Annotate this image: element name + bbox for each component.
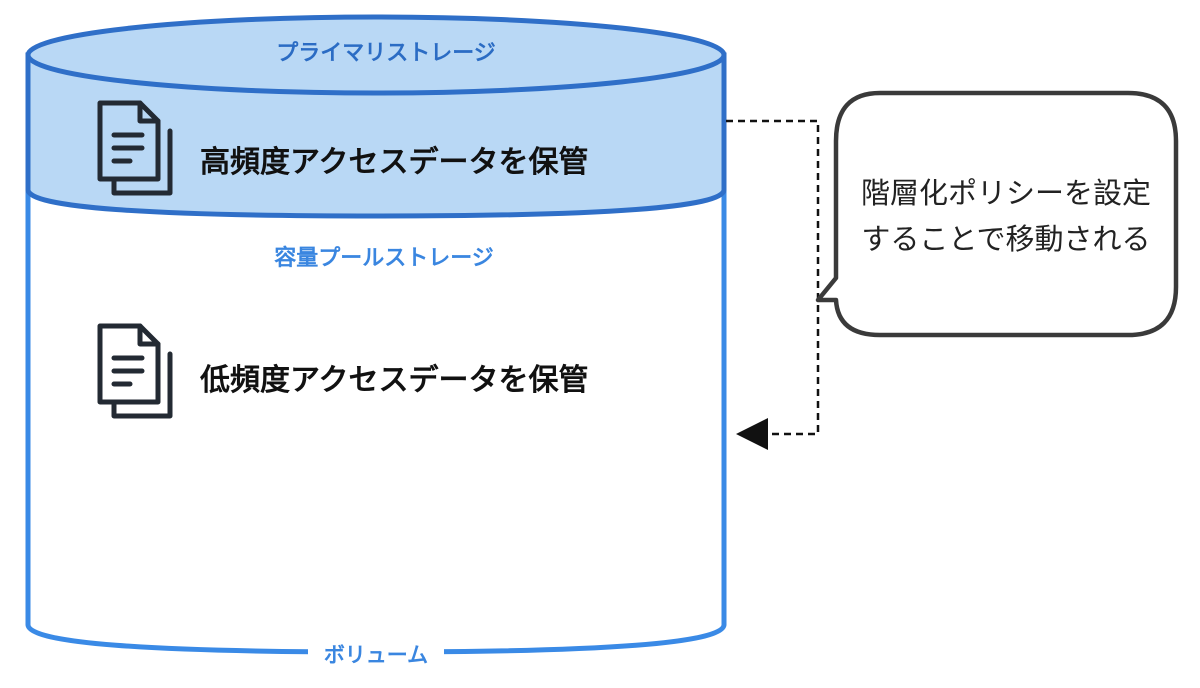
tiering-connector-line	[726, 119, 820, 436]
primary-storage	[25, 14, 727, 219]
cold-data-label: 低頻度アクセスデータを保管	[199, 363, 589, 398]
callout-bubble	[815, 90, 1179, 338]
volume-label: ボリューム	[324, 643, 428, 667]
primary-storage-band	[25, 52, 727, 219]
callout-line-2: することで移動される	[861, 222, 1150, 256]
primary-storage-label: プライマリストレージ	[276, 41, 496, 66]
pool-storage-label: 容量プールストレージ	[274, 245, 494, 271]
document-icon	[97, 323, 173, 419]
arrowhead-left-icon	[736, 418, 768, 450]
tiering-connector	[726, 119, 820, 450]
callout-line-1: 階層化ポリシーを設定	[861, 176, 1151, 210]
tiering-policy-callout: 階層化ポリシーを設定 することで移動される	[815, 90, 1179, 338]
document-icon	[97, 100, 173, 196]
primary-storage-top-ellipse	[25, 14, 727, 96]
hot-data-label: 高頻度アクセスデータを保管	[200, 145, 589, 180]
